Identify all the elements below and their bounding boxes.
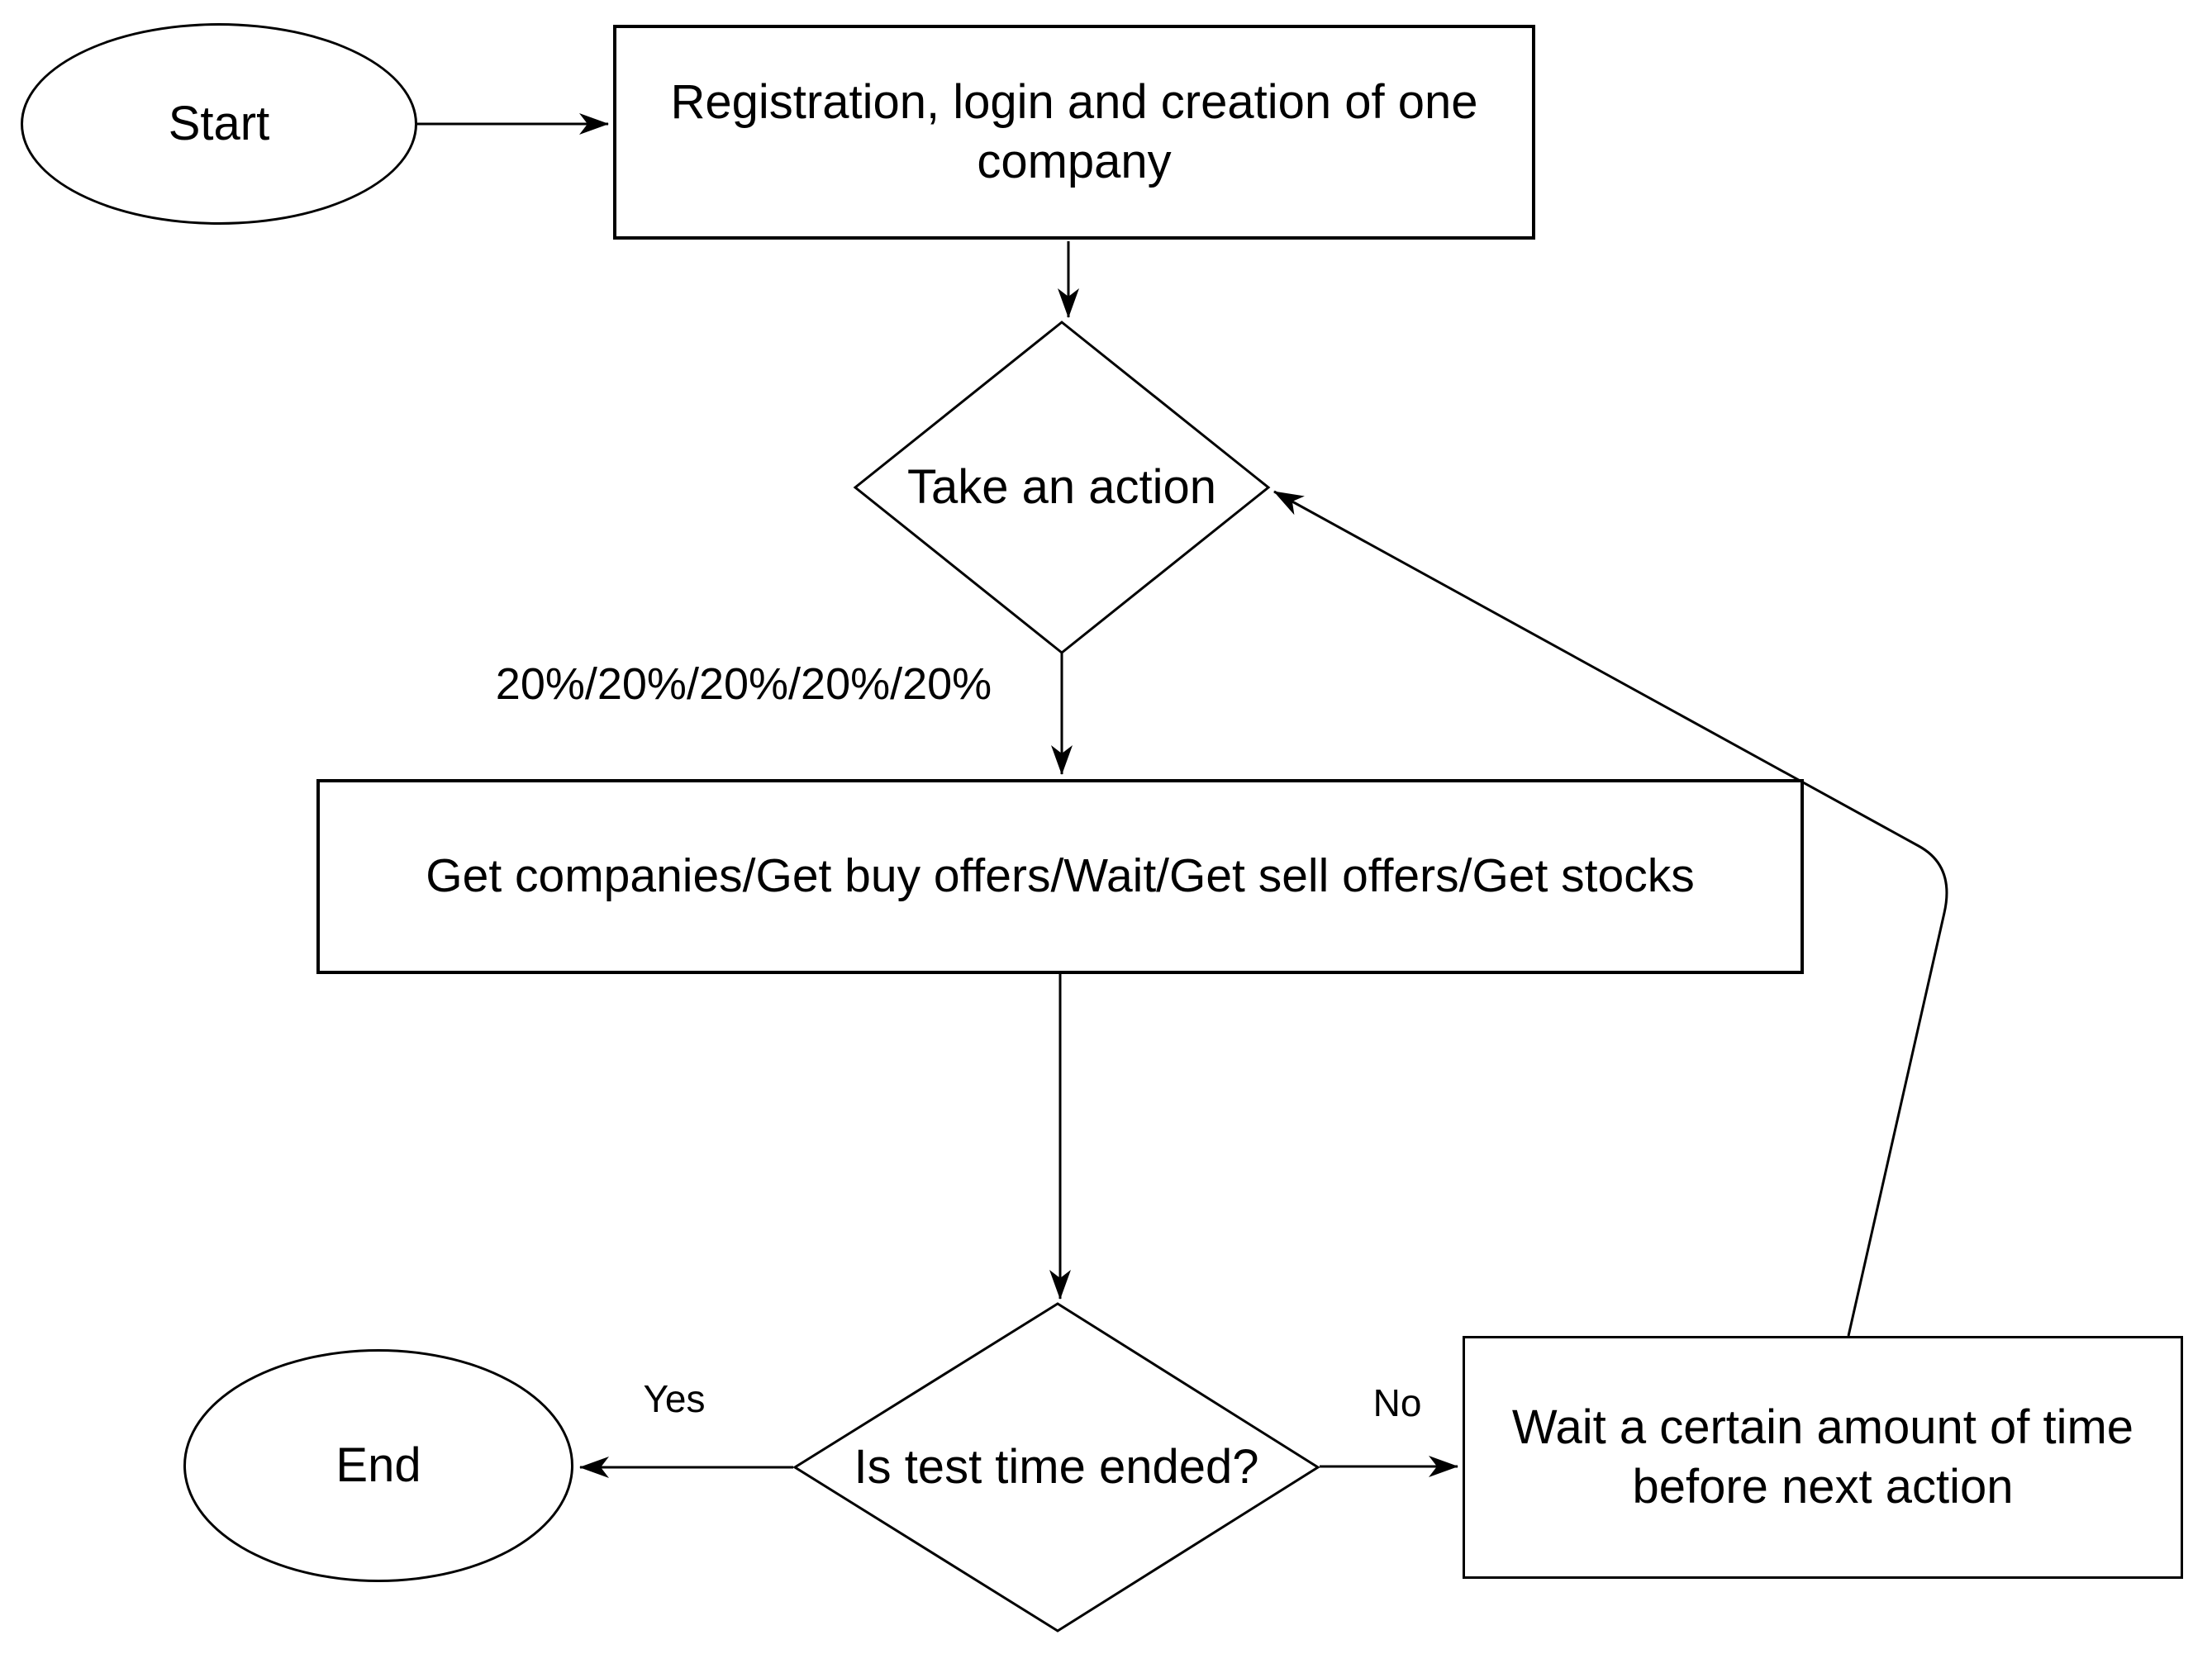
edge-label-no: No (1368, 1381, 1427, 1425)
edge-label-probabilities: 20%/20%/20%/20%/20% (490, 658, 997, 710)
node-actions-label: Get companies/Get buy offers/Wait/Get se… (426, 849, 1695, 903)
decision-take-action-shape (853, 321, 1271, 654)
edge-label-yes: Yes (638, 1376, 711, 1421)
node-registration: Registration, login and creation of one … (613, 25, 1535, 240)
node-end: End (183, 1349, 573, 1582)
node-wait-label: Wait a certain amount of time before nex… (1511, 1400, 2134, 1514)
node-actions: Get companies/Get buy offers/Wait/Get se… (316, 779, 1804, 974)
edge-wait-to-take-action (1273, 490, 1948, 1337)
node-end-label: End (335, 1438, 421, 1492)
node-registration-label: Registration, login and creation of one … (670, 74, 1478, 189)
node-wait: Wait a certain amount of time before nex… (1463, 1336, 2183, 1579)
node-start-label: Start (168, 96, 270, 150)
decision-test-time-shape (792, 1302, 1320, 1633)
node-start: Start (21, 23, 417, 225)
